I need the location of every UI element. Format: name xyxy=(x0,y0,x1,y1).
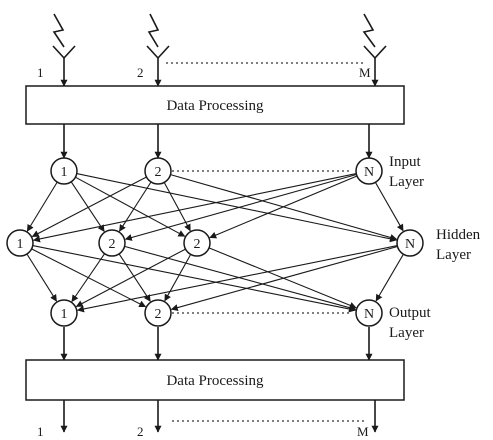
input-layer-node: 2 xyxy=(144,157,172,185)
input-layer-node-label: 2 xyxy=(155,165,162,180)
output-layer-label: Layer xyxy=(389,325,424,341)
top-data-processing-label: Data Processing xyxy=(166,98,264,114)
connection-arrow xyxy=(76,173,397,243)
connection-arrow xyxy=(119,181,152,232)
output-port-label: 1 xyxy=(37,424,44,439)
connection-arrow xyxy=(26,253,57,302)
output-layer-node-label: N xyxy=(364,307,374,322)
antenna-icon xyxy=(146,13,170,59)
connection-arrow xyxy=(75,176,186,237)
output-layer-node-circle xyxy=(50,299,78,327)
hidden-layer-node: N xyxy=(396,229,424,257)
connection-arrow xyxy=(33,173,357,243)
connection-arrow xyxy=(209,175,358,239)
bottom-data-processing-box xyxy=(25,359,405,401)
output-layer-node-label: 1 xyxy=(61,307,68,322)
connection-arrow xyxy=(118,253,151,302)
input-layer-node: 1 xyxy=(50,157,78,185)
output-layer-node: 2 xyxy=(144,299,172,327)
connection-arrow xyxy=(164,254,192,302)
hidden-layer-node-circle xyxy=(396,229,424,257)
hidden-layer-node-label: 1 xyxy=(17,237,24,252)
hidden-layer-node: 2 xyxy=(98,229,126,257)
connection-arrow xyxy=(32,245,356,313)
hidden-layer-node-circle xyxy=(98,229,126,257)
connection-arrow xyxy=(77,245,398,313)
input-layer-label: Input xyxy=(389,154,421,170)
output-layer-node-label: 2 xyxy=(155,307,162,322)
connection-arrow xyxy=(374,182,404,232)
bottom-data-processing-label: Data Processing xyxy=(166,373,264,389)
connection-arrow xyxy=(163,182,191,232)
connection-arrow xyxy=(170,245,398,311)
hidden-layer-node-circle xyxy=(183,229,211,257)
hidden-layer-node-circle xyxy=(6,229,34,257)
connection-arrow xyxy=(375,253,404,302)
hidden-layer-node: 1 xyxy=(6,229,34,257)
hidden-layer-node-label: N xyxy=(405,237,415,252)
connection-arrow xyxy=(124,173,357,241)
input-layer-node-circle xyxy=(144,157,172,185)
output-layer-node-circle xyxy=(144,299,172,327)
input-port-label: 1 xyxy=(37,65,44,80)
connection-arrow xyxy=(31,176,147,237)
hidden-layer-label: Hidden xyxy=(436,227,481,243)
connection-arrow xyxy=(208,247,357,309)
top-data-processing-box xyxy=(25,85,405,125)
input-layer-node-circle xyxy=(50,157,78,185)
hidden-layer-node-label: 2 xyxy=(194,237,201,252)
hidden-layer-node: 2 xyxy=(183,229,211,257)
antenna-icon xyxy=(52,13,76,59)
input-layer-label: Layer xyxy=(389,174,424,190)
antenna-icon xyxy=(362,13,387,59)
input-port-label: 2 xyxy=(137,65,144,80)
hidden-layer-node-label: 2 xyxy=(109,237,116,252)
output-layer-label: Output xyxy=(389,305,432,321)
hidden-layer-label: Layer xyxy=(436,247,471,263)
connection-arrow xyxy=(75,248,186,307)
input-layer-node-label: 1 xyxy=(61,165,68,180)
output-layer-node: N xyxy=(355,299,383,327)
input-port-label: M xyxy=(359,65,371,80)
input-layer-node: N xyxy=(355,157,383,185)
connection-arrow xyxy=(70,181,105,232)
output-layer-node-circle xyxy=(355,299,383,327)
input-layer-node-label: N xyxy=(364,165,374,180)
output-port-label: M xyxy=(357,424,369,439)
connection-arrow xyxy=(26,181,58,232)
output-port-label: 2 xyxy=(137,424,144,439)
output-layer-node: 1 xyxy=(50,299,78,327)
connection-arrow xyxy=(71,253,106,303)
network-connections xyxy=(26,173,404,313)
input-layer-node-circle xyxy=(355,157,383,185)
